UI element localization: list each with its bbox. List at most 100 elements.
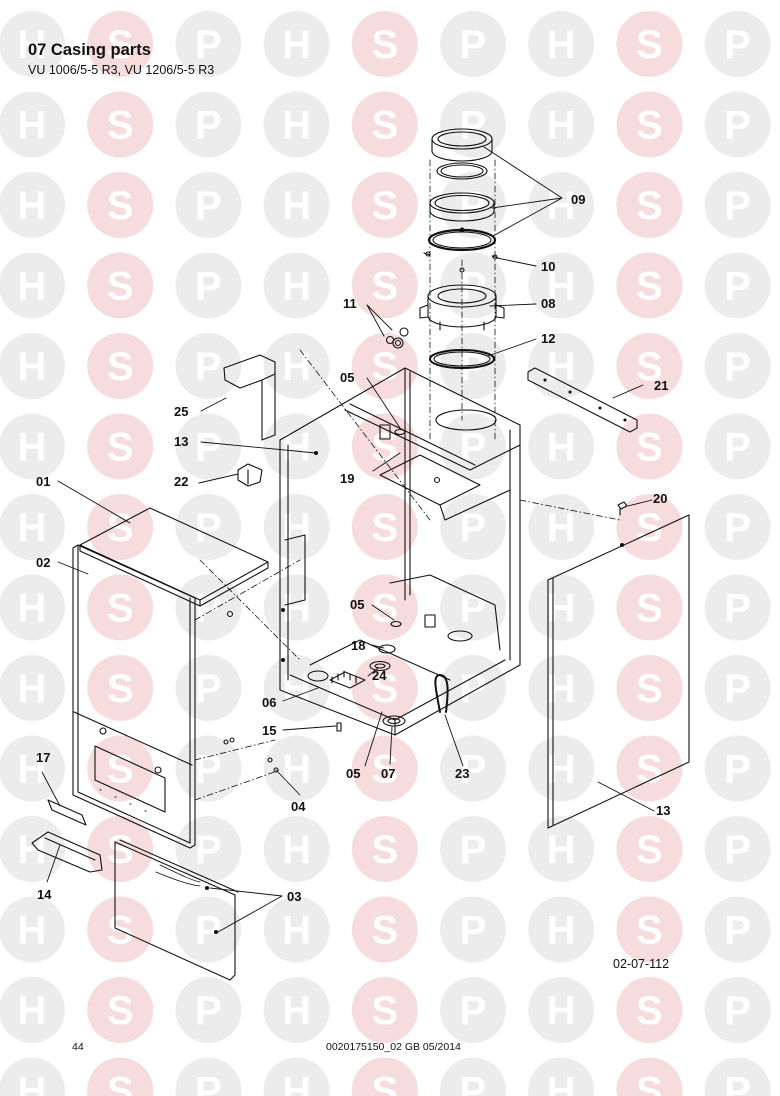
watermark-tile: P — [704, 735, 771, 802]
flue-adapter — [419, 284, 505, 331]
watermark-tile: H — [0, 172, 65, 238]
svg-text:S: S — [107, 265, 134, 309]
svg-text:H: H — [547, 104, 576, 148]
watermark-tile: H — [528, 977, 595, 1043]
svg-text:P: P — [195, 828, 222, 872]
watermark-tile: P — [175, 655, 242, 721]
svg-text:P: P — [460, 104, 487, 148]
watermark-tile: H — [263, 816, 330, 882]
svg-text:S: S — [636, 426, 663, 470]
svg-text:P: P — [460, 23, 487, 67]
watermark-tile: S — [87, 11, 154, 77]
handle-17 — [47, 799, 87, 826]
watermark-tile: P — [440, 735, 506, 802]
svg-text:P: P — [195, 184, 222, 228]
svg-text:S: S — [107, 184, 134, 228]
svg-text:S: S — [371, 104, 398, 148]
watermark-tile: S — [616, 896, 683, 963]
svg-text:H: H — [282, 587, 311, 631]
watermark-tile: P — [175, 816, 242, 882]
svg-text:H: H — [18, 989, 47, 1033]
svg-text:H: H — [547, 828, 576, 872]
watermark-tile: P — [440, 1057, 506, 1096]
watermark-tile: P — [175, 413, 242, 480]
svg-text:P: P — [460, 506, 487, 550]
svg-text:H: H — [547, 667, 576, 711]
svg-text:S: S — [107, 989, 134, 1033]
svg-text:H: H — [18, 909, 47, 953]
svg-text:H: H — [18, 345, 47, 389]
svg-text:H: H — [18, 265, 47, 309]
svg-text:S: S — [107, 1070, 134, 1096]
svg-text:H: H — [282, 667, 311, 711]
svg-text:H: H — [18, 23, 47, 67]
svg-text:H: H — [282, 426, 311, 470]
watermark-tile: P — [704, 977, 771, 1043]
watermark-tile: P — [440, 574, 506, 641]
svg-text:H: H — [282, 748, 311, 792]
svg-text:S: S — [107, 426, 134, 470]
svg-text:P: P — [195, 989, 222, 1033]
watermark-tile: P — [704, 1057, 771, 1096]
callout-03: 03 — [287, 889, 301, 904]
watermark-tile: H — [0, 1057, 65, 1096]
watermark-tile: P — [440, 494, 506, 560]
watermark-tile: S — [616, 1057, 683, 1096]
svg-text:S: S — [371, 1070, 398, 1096]
svg-text:H: H — [18, 667, 47, 711]
callout-02: 02 — [36, 555, 50, 570]
svg-text:S: S — [107, 828, 134, 872]
rail-21 — [527, 367, 638, 433]
svg-text:P: P — [460, 667, 487, 711]
front-panel — [72, 544, 279, 849]
svg-text:H: H — [18, 828, 47, 872]
page-number: 44 — [72, 1041, 84, 1053]
watermark-tile: S — [87, 574, 154, 641]
watermark-tile: S — [87, 252, 154, 319]
watermark-tile: H — [528, 91, 595, 158]
watermark-tile: S — [616, 11, 683, 77]
watermark-tile: S — [616, 333, 683, 399]
callout-23: 23 — [455, 766, 469, 781]
watermark-tile: S — [87, 1057, 154, 1096]
flue-ring-1 — [431, 128, 493, 162]
svg-text:S: S — [371, 748, 398, 792]
callout-09: 09 — [571, 192, 585, 207]
watermark-tile: S — [87, 816, 154, 882]
watermark-tile: P — [704, 655, 771, 721]
watermark-tile: S — [351, 252, 418, 319]
svg-text:S: S — [371, 23, 398, 67]
callout-01: 01 — [36, 474, 50, 489]
svg-text:S: S — [107, 587, 134, 631]
watermark-tile: H — [528, 574, 595, 641]
svg-text:S: S — [636, 1070, 663, 1096]
watermark-tile: S — [351, 896, 418, 963]
watermark-tile: S — [87, 977, 154, 1043]
watermark-tile: S — [616, 655, 683, 721]
watermark-tile: P — [175, 574, 242, 641]
svg-text:H: H — [547, 506, 576, 550]
svg-text:P: P — [460, 1070, 487, 1096]
page-subtitle: VU 1006/5-5 R3, VU 1206/5-5 R3 — [28, 63, 215, 77]
watermark-tile: P — [704, 413, 771, 480]
svg-text:P: P — [724, 748, 751, 792]
watermark-tile: S — [87, 413, 154, 480]
watermark-tile: H — [528, 494, 595, 560]
watermark-tile: S — [616, 252, 683, 319]
svg-text:S: S — [636, 23, 663, 67]
callout-05-bottom: 05 — [346, 766, 360, 781]
watermark-tile: P — [440, 11, 506, 77]
svg-text:S: S — [371, 506, 398, 550]
flue-clamp-ring — [427, 227, 497, 252]
svg-text:S: S — [371, 345, 398, 389]
watermark-tile: P — [704, 896, 771, 963]
svg-text:P: P — [195, 345, 222, 389]
watermark-tile: P — [175, 735, 242, 802]
callouts: 09 10 11 08 12 05 25 21 13 19 22 01 20 0… — [36, 192, 670, 904]
svg-text:P: P — [460, 748, 487, 792]
svg-text:P: P — [724, 828, 751, 872]
watermark-tile: P — [175, 252, 242, 319]
svg-text:S: S — [636, 345, 663, 389]
watermark-tile: P — [704, 252, 771, 319]
